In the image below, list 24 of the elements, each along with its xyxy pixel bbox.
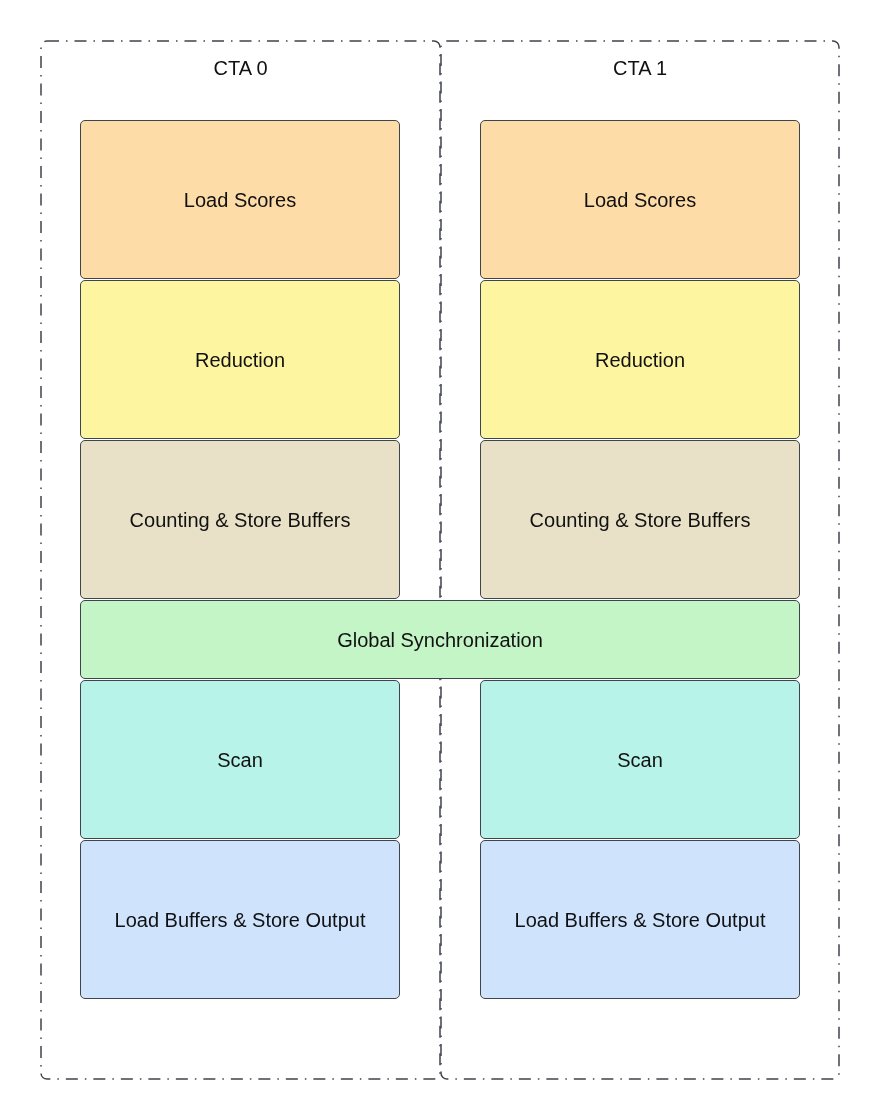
stage-label: Counting & Store Buffers — [129, 507, 351, 532]
stage-label: Scan — [617, 747, 663, 772]
stage-block — [480, 280, 800, 439]
stage-label: Reduction — [194, 347, 286, 372]
stage-label: Reduction — [594, 347, 686, 372]
sync-band — [80, 600, 800, 679]
stage-label: Load Scores — [583, 187, 697, 212]
stage-block — [480, 840, 800, 999]
stage-block — [80, 280, 400, 439]
stage-block — [480, 680, 800, 839]
stage-label: Load Buffers & Store Output — [514, 907, 766, 932]
stage-block — [80, 440, 400, 599]
stage-label: Load Scores — [183, 187, 297, 212]
stage-block — [480, 120, 800, 279]
stage-label: Counting & Store Buffers — [529, 507, 751, 532]
stage-block — [80, 840, 400, 999]
stage-label: Load Buffers & Store Output — [114, 907, 366, 932]
container-title: CTA 1 — [612, 56, 668, 80]
stage-block — [480, 440, 800, 599]
stage-label: Global Synchronization — [337, 627, 543, 652]
stage-block — [80, 680, 400, 839]
container-title: CTA 0 — [213, 56, 268, 80]
stage-label: Scan — [217, 747, 263, 772]
stage-block — [80, 120, 400, 279]
